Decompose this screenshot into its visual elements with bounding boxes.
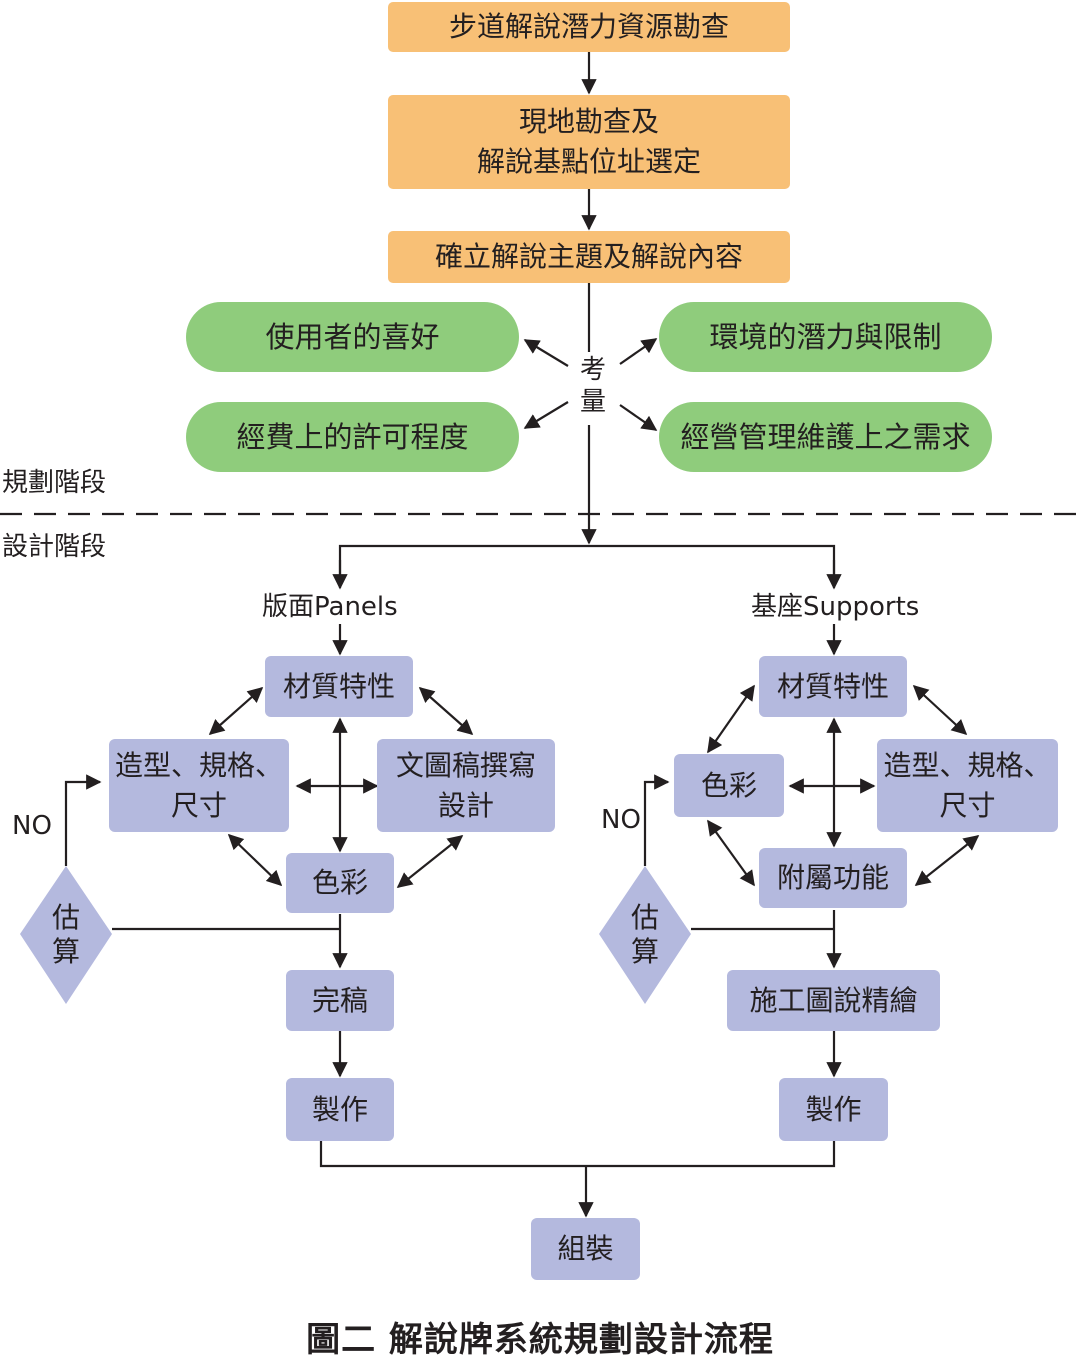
figure-caption: 圖二 解說牌系統規劃設計流程 [306, 1320, 774, 1360]
panels-shape: 造型、規格、 尺寸 [109, 739, 289, 832]
panels-estimate-label: 估 算 [51, 901, 80, 968]
panels-material: 材質特性 [265, 656, 413, 717]
supports-construction-drawing: 施工圖說精繪 [727, 970, 940, 1031]
supports-no-label: NO [601, 805, 641, 835]
panels-title: 版面Panels [262, 592, 398, 622]
factor-maintenance: 經營管理維護上之需求 [659, 402, 992, 472]
supports-make: 製作 [779, 1078, 888, 1141]
consider-label: 考 量 [575, 354, 611, 418]
arrow-user-preference [523, 339, 569, 367]
planning-stage-label: 規劃階段 [2, 468, 107, 498]
panels-estimate-no-line [64, 774, 102, 866]
supports-estimate-no-line [643, 774, 670, 866]
split-line [338, 544, 836, 586]
arrow-panels-material-shape [208, 686, 264, 736]
arrow-environment [619, 338, 658, 365]
supports-estimate-diamond [599, 866, 691, 1004]
arrow-maintenance [619, 404, 658, 431]
arrow-panels-shape-color [227, 833, 283, 887]
merge-line [319, 1141, 836, 1168]
step-theme-content: 確立解說主題及解說內容 [388, 231, 790, 283]
assemble: 組裝 [531, 1218, 640, 1280]
arrow-panels-material-text [418, 686, 474, 736]
supports-estimate-label: 估 算 [630, 901, 659, 968]
supports-color: 色彩 [674, 754, 784, 817]
panels-make: 製作 [286, 1078, 394, 1141]
arrow-budget [523, 401, 569, 429]
step-resource-survey: 步道解說潛力資源勘查 [388, 2, 790, 52]
arrow-supports-shape-accessory [914, 835, 980, 886]
panels-color: 色彩 [286, 853, 394, 913]
arrow-panels-text-color [396, 835, 464, 888]
arrow-supports-color-accessory [707, 819, 755, 887]
supports-title: 基座Supports [751, 592, 920, 622]
panels-final-draft: 完稿 [286, 970, 394, 1031]
arrow-supports-material-color [707, 684, 755, 754]
panels-text-design: 文圖稿撰寫 設計 [377, 739, 555, 832]
supports-material: 材質特性 [759, 656, 907, 717]
factor-budget: 經費上的許可程度 [186, 402, 519, 472]
arrow-supports-material-shape [912, 684, 968, 736]
panels-no-label: NO [12, 811, 52, 841]
factor-user-preference: 使用者的喜好 [186, 302, 519, 372]
supports-shape: 造型、規格、 尺寸 [877, 739, 1058, 832]
supports-accessory: 附屬功能 [759, 848, 907, 908]
step-site-survey: 現地勘查及 解說基點位址選定 [388, 95, 790, 189]
factor-environment: 環境的潛力與限制 [659, 302, 992, 372]
panels-estimate-diamond [20, 866, 112, 1004]
design-stage-label: 設計階段 [2, 532, 107, 562]
